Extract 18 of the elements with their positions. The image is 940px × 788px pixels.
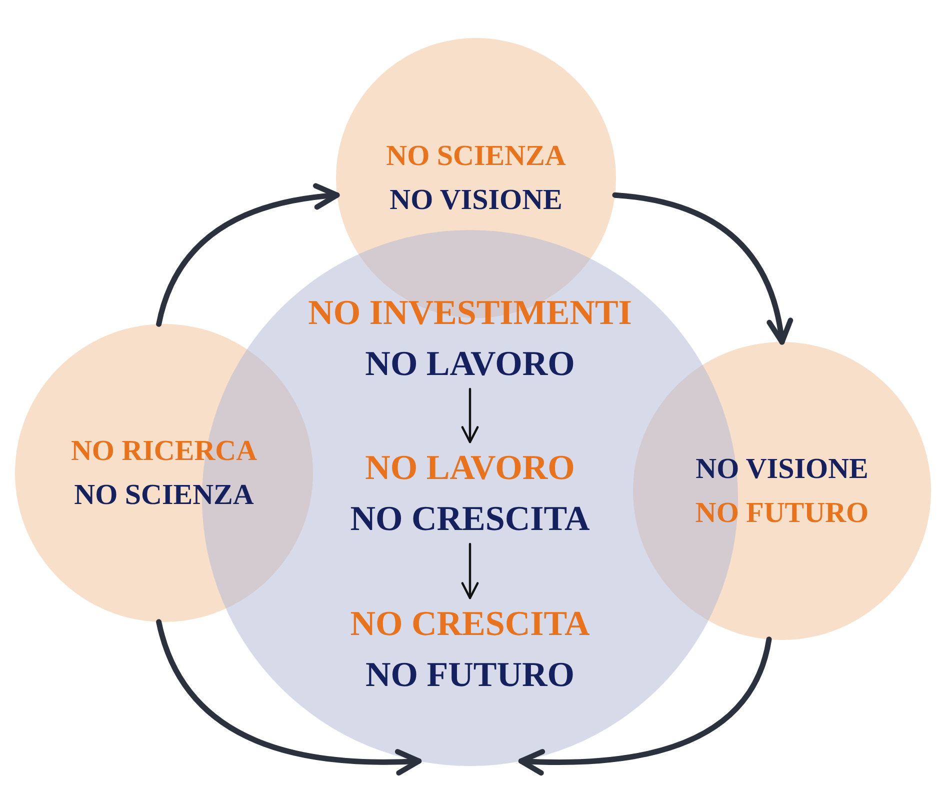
curved-arrow <box>612 192 792 345</box>
node-label: NO FUTURO <box>365 654 575 696</box>
curved-arrow <box>518 636 772 776</box>
node-label: NO RICERCA <box>70 434 258 469</box>
node-label: NO VISIONE <box>390 183 562 218</box>
node-label: NO SCIENZA <box>386 139 566 174</box>
node-label: NO SCIENZA <box>74 478 254 513</box>
node-label: NO LAVORO <box>365 447 575 489</box>
node-label: NO CRESCITA <box>350 603 590 645</box>
arrow <box>461 388 479 444</box>
node-label: NO FUTURO <box>695 496 869 531</box>
node-label: NO CRESCITA <box>350 498 590 540</box>
node-label: NO VISIONE <box>696 452 868 487</box>
curved-arrow <box>156 184 340 327</box>
node-label: NO INVESTIMENTI <box>308 292 632 334</box>
curved-arrow <box>156 619 422 775</box>
node-label: NO LAVORO <box>365 343 575 385</box>
arrow <box>461 542 479 600</box>
